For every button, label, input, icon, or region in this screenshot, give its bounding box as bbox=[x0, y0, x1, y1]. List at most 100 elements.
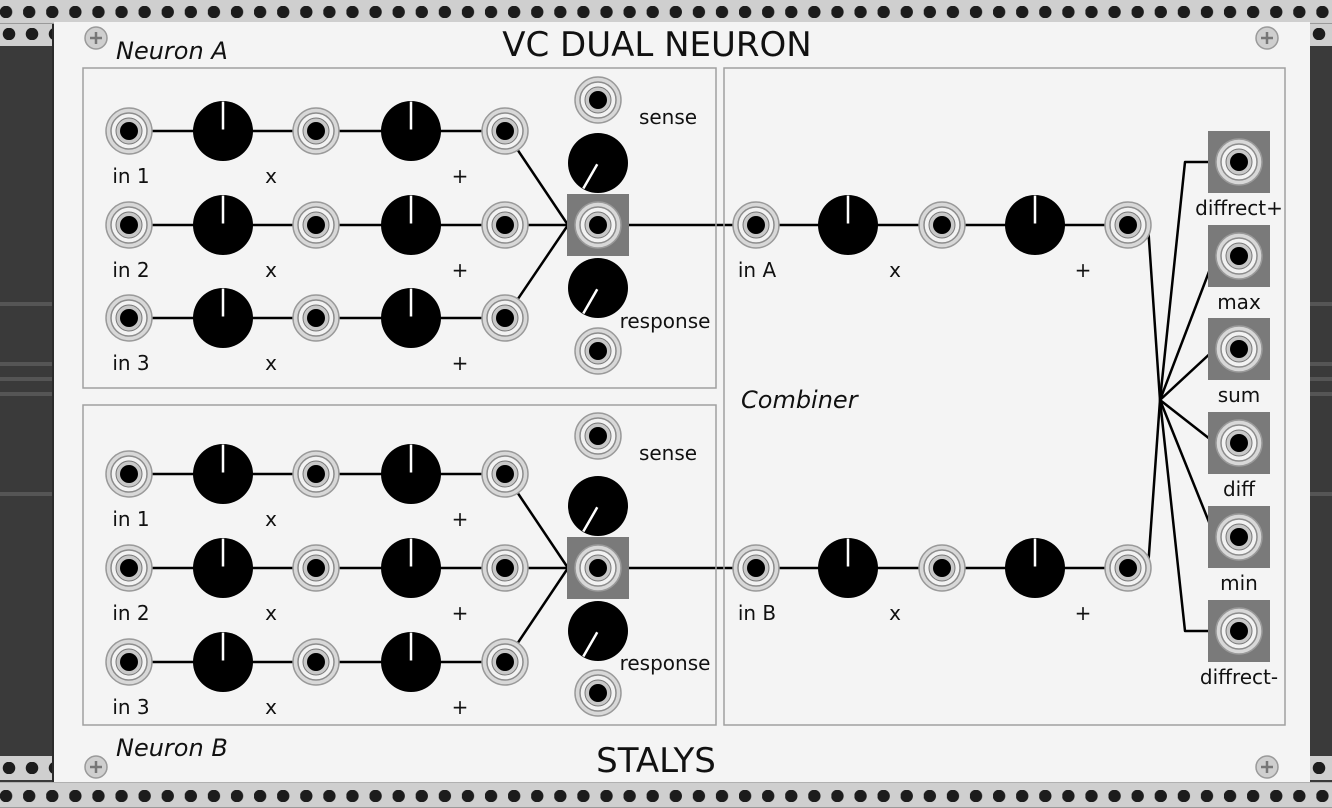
neuron-a-in2-mult-cv-jack[interactable] bbox=[292, 201, 340, 249]
output-diffrect-minus-jack[interactable] bbox=[1208, 600, 1270, 662]
neuron-b-in1-jack[interactable] bbox=[105, 450, 153, 498]
neuron-b-in1-mult-knob[interactable] bbox=[193, 444, 253, 504]
neuron-b-in2-mult-cv-jack[interactable] bbox=[292, 544, 340, 592]
combiner-a-mult-knob[interactable] bbox=[818, 195, 878, 255]
neuron-b-sense-cv-jack[interactable] bbox=[574, 412, 622, 460]
combiner-a-mult-label: x bbox=[889, 258, 901, 282]
neuron-b-in3-jack[interactable] bbox=[105, 638, 153, 686]
neuron-a-in3-offset-cv-jack[interactable] bbox=[481, 294, 529, 342]
rack-rail-left-bottom bbox=[0, 756, 52, 780]
neuron-b-in2-offset-label: + bbox=[452, 601, 469, 625]
output-max-jack[interactable] bbox=[1208, 225, 1270, 287]
neuron-a-in1-label: in 1 bbox=[112, 164, 149, 188]
neuron-a-in1-jack[interactable] bbox=[105, 107, 153, 155]
screw-top-right bbox=[1255, 26, 1279, 50]
output-diff-jack[interactable] bbox=[1208, 412, 1270, 474]
neuron-b-in2-offset-knob[interactable] bbox=[381, 538, 441, 598]
combiner-b-mult-cv-jack[interactable] bbox=[918, 544, 966, 592]
combiner-a-offset-knob[interactable] bbox=[1005, 195, 1065, 255]
module-title: VC DUAL NEURON bbox=[502, 25, 812, 65]
neuron-a-in3-jack[interactable] bbox=[105, 294, 153, 342]
rack-rail-top bbox=[0, 0, 1332, 24]
rack-rail-left-top bbox=[0, 22, 52, 46]
combiner-b-offset-label: + bbox=[1075, 601, 1092, 625]
combiner-a-in-jack[interactable] bbox=[732, 201, 780, 249]
output-min-jack[interactable] bbox=[1208, 506, 1270, 568]
neuron-b-response-knob-indicator bbox=[582, 631, 599, 658]
combiner-a-mult-cv-jack[interactable] bbox=[918, 201, 966, 249]
output-min-label: min bbox=[1220, 571, 1258, 595]
neuron-b-in3-offset-knob[interactable] bbox=[381, 632, 441, 692]
rack-left-side bbox=[0, 22, 52, 782]
combiner-a-in-label: in A bbox=[738, 258, 777, 282]
neuron-a-in1-offset-label: + bbox=[452, 164, 469, 188]
neuron-b-in1-label: in 1 bbox=[112, 507, 149, 531]
neuron-a-in1-offset-cv-jack[interactable] bbox=[481, 107, 529, 155]
neuron-a-output-jack[interactable] bbox=[567, 194, 629, 256]
neuron-a-in2-mult-label: x bbox=[265, 258, 277, 282]
neuron-a-frame bbox=[82, 67, 717, 389]
neuron-a-in3-mult-knob[interactable] bbox=[193, 288, 253, 348]
neuron-a-sense-label: sense bbox=[639, 105, 697, 129]
neuron-a-in1-mult-knob[interactable] bbox=[193, 101, 253, 161]
neuron-b-in2-jack[interactable] bbox=[105, 544, 153, 592]
neuron-a-in2-jack[interactable] bbox=[105, 201, 153, 249]
neuron-b-in3-mult-knob[interactable] bbox=[193, 632, 253, 692]
neuron-a-label: Neuron A bbox=[116, 37, 228, 65]
neuron-a-in1-mult-label: x bbox=[265, 164, 277, 188]
combiner-b-offset-cv-jack[interactable] bbox=[1104, 544, 1152, 592]
screw-top-left bbox=[84, 26, 108, 50]
neuron-a-sense-cv-jack[interactable] bbox=[574, 76, 622, 124]
neuron-b-output-jack[interactable] bbox=[567, 537, 629, 599]
rack-rail-right-bottom bbox=[1310, 756, 1332, 780]
neuron-b-frame bbox=[82, 404, 717, 726]
neuron-b-in2-mult-knob[interactable] bbox=[193, 538, 253, 598]
neuron-b-in1-offset-cv-jack[interactable] bbox=[481, 450, 529, 498]
neuron-b-in3-label: in 3 bbox=[112, 695, 149, 719]
neuron-b-response-cv-jack[interactable] bbox=[574, 669, 622, 717]
neuron-a-response-knob[interactable] bbox=[568, 258, 628, 318]
neuron-a-sense-knob[interactable] bbox=[568, 133, 628, 193]
neuron-b-response-knob[interactable] bbox=[568, 601, 628, 661]
neuron-a-in3-label: in 3 bbox=[112, 351, 149, 375]
neuron-a-response-cv-jack[interactable] bbox=[574, 327, 622, 375]
combiner-b-in-label: in B bbox=[738, 601, 776, 625]
combiner-b-in-jack[interactable] bbox=[732, 544, 780, 592]
neuron-b-in1-offset-label: + bbox=[452, 507, 469, 531]
neuron-a-in2-offset-cv-jack[interactable] bbox=[481, 201, 529, 249]
neuron-a-in3-offset-knob[interactable] bbox=[381, 288, 441, 348]
output-diffrect-plus-jack[interactable] bbox=[1208, 131, 1270, 193]
output-diffrect-plus-label: diffrect+ bbox=[1195, 196, 1283, 220]
neuron-b-label: Neuron B bbox=[116, 734, 228, 762]
neuron-b-in3-offset-cv-jack[interactable] bbox=[481, 638, 529, 686]
neuron-b-in1-mult-cv-jack[interactable] bbox=[292, 450, 340, 498]
output-diffrect-minus-label: diffrect- bbox=[1200, 665, 1278, 689]
neuron-b-in3-mult-cv-jack[interactable] bbox=[292, 638, 340, 686]
neuron-a-in1-mult-cv-jack[interactable] bbox=[292, 107, 340, 155]
neuron-b-sense-knob-indicator bbox=[582, 506, 599, 533]
neuron-b-in1-offset-knob[interactable] bbox=[381, 444, 441, 504]
combiner-b-mult-knob[interactable] bbox=[818, 538, 878, 598]
rack-right-side bbox=[1310, 22, 1332, 782]
neuron-b-in2-offset-cv-jack[interactable] bbox=[481, 544, 529, 592]
output-sum-jack[interactable] bbox=[1208, 318, 1270, 380]
neuron-b-in1-mult-label: x bbox=[265, 507, 277, 531]
neuron-b-in3-offset-label: + bbox=[452, 695, 469, 719]
brand-label: STALYS bbox=[596, 741, 716, 781]
combiner-label: Combiner bbox=[741, 386, 860, 414]
neuron-a-in2-offset-label: + bbox=[452, 258, 469, 282]
neuron-a-in1-offset-knob[interactable] bbox=[381, 101, 441, 161]
neuron-a-in2-offset-knob[interactable] bbox=[381, 195, 441, 255]
combiner-a-offset-label: + bbox=[1075, 258, 1092, 282]
combiner-a-offset-cv-jack[interactable] bbox=[1104, 201, 1152, 249]
output-diff-label: diff bbox=[1223, 477, 1256, 501]
neuron-a-response-knob-indicator bbox=[582, 288, 599, 315]
neuron-b-in2-mult-label: x bbox=[265, 601, 277, 625]
neuron-b-sense-knob[interactable] bbox=[568, 476, 628, 536]
neuron-a-in2-mult-knob[interactable] bbox=[193, 195, 253, 255]
neuron-a-in3-mult-cv-jack[interactable] bbox=[292, 294, 340, 342]
combiner-b-offset-knob[interactable] bbox=[1005, 538, 1065, 598]
